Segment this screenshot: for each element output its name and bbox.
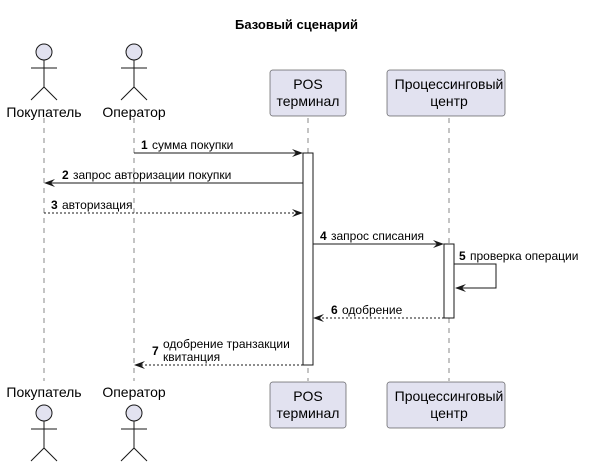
activations [302,152,455,366]
participant-box-pos-bottom [269,381,347,429]
participant-box-proc-top [386,69,506,117]
participant-top-label-pos: терминал [277,93,340,109]
message-number: 7 [152,344,159,358]
message-label: авторизация [62,198,132,212]
message-3: 3 авторизация [44,198,303,217]
message-number: 6 [331,303,338,317]
message-number: 5 [459,249,466,263]
arrowhead [292,209,303,217]
message-1: 1 сумма покупки [134,138,303,157]
actor-head [35,404,53,422]
actor-buyer-bottom [30,404,58,462]
participant-bottom-label-pos: терминал [277,405,340,421]
message-number: 2 [62,168,69,182]
message-5: 5 проверка операции [454,249,578,292]
arrowhead [134,361,145,369]
messages: 1 сумма покупки 2 запрос авторизации покупк… [44,138,578,369]
message-label: сумма покупки [152,138,233,152]
message-label: запрос списания [331,229,424,243]
message-number: 3 [51,198,58,212]
actor-legs [30,86,58,101]
participant-top-label-operator: Оператор [102,104,166,120]
actor-legs [120,86,148,101]
message-label: квитанция [163,350,220,364]
participant-bottom-label-proc: Процессинговый [395,388,504,404]
message-6: 6 одобрение [313,303,444,322]
participant-bottom-label-operator: Оператор [102,384,166,400]
participant-top-label-buyer: Покупатель [6,104,81,120]
arrowhead [313,314,324,322]
activation-pos [302,152,314,366]
message-label: одобрение [342,303,403,317]
actor-operator-top [120,43,148,101]
actor-head [35,43,53,61]
message-label: проверка операции [470,249,578,263]
participant-bottom-label-buyer: Покупатель [6,384,81,400]
message-number: 4 [320,229,327,243]
arrowhead [455,284,466,292]
message-2: 2 запрос авторизации покупки [44,168,303,187]
actor-legs [30,447,58,462]
participant-box-pos-top [269,69,347,117]
message-number: 1 [141,138,148,152]
message-line [454,263,497,289]
arrowhead [44,179,55,187]
message-4: 4 запрос списания [313,229,444,248]
participant-box-proc-bottom [386,381,506,429]
actor-legs [120,447,148,462]
participant-bottom-label-proc: центр [430,405,468,421]
arrowhead [292,149,303,157]
actor-buyer-top [30,43,58,101]
message-label: одобрение транзакции [163,337,290,351]
activation-proc [443,243,455,319]
participant-top-label-proc: Процессинговый [395,76,504,92]
actor-head [125,404,143,422]
participant-top-label-proc: центр [430,93,468,109]
actor-operator-bottom [120,404,148,462]
message-label: запрос авторизации покупки [73,168,231,182]
participant-top-label-pos: POS [293,76,323,92]
diagram-title: Базовый сценарий [235,17,358,32]
participant-bottom-label-pos: POS [293,388,323,404]
actor-head [125,43,143,61]
arrowhead [433,240,444,248]
